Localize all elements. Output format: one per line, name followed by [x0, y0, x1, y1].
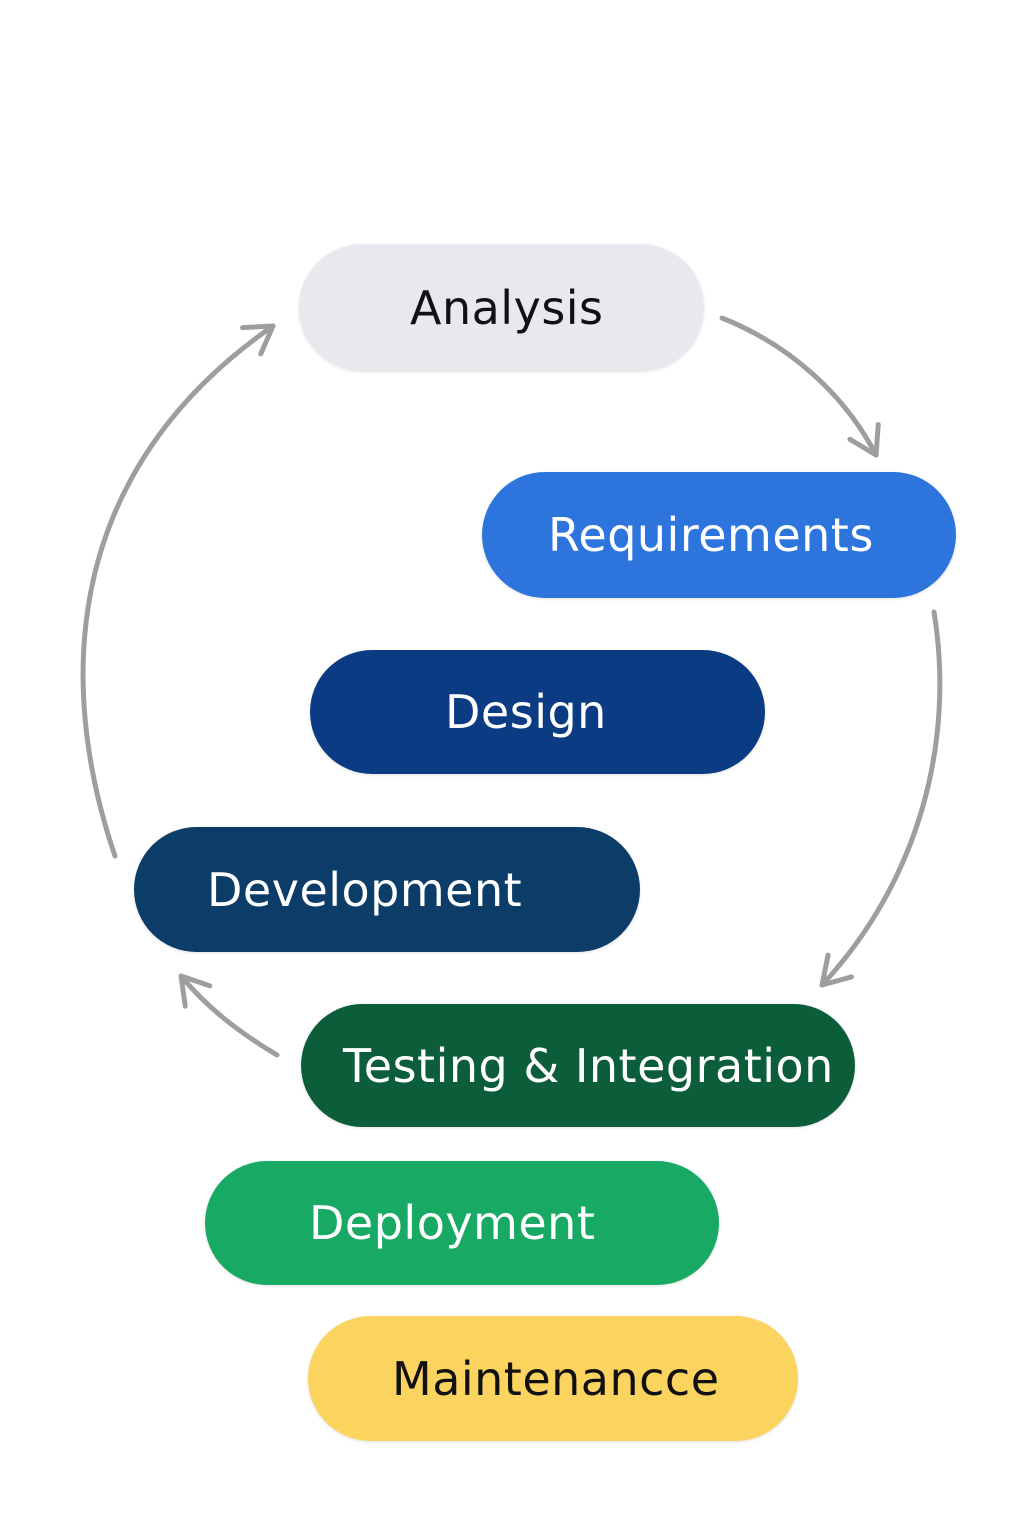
arrow-requirements-to-testing — [819, 609, 943, 988]
arrow-analysis-to-requirements — [719, 315, 881, 458]
stage-testing-integration: Testing & Integration — [301, 1004, 855, 1127]
stage-label: Deployment — [309, 1196, 596, 1250]
arrow-testing-to-development — [178, 973, 280, 1058]
stage-development: Development — [134, 827, 640, 952]
arrow-development-to-analysis — [80, 323, 276, 859]
stage-maintenance: Maintenancce — [308, 1316, 798, 1441]
stage-label: Development — [207, 862, 523, 917]
stage-label: Requirements — [548, 508, 874, 562]
stage-analysis: Analysis — [299, 244, 704, 371]
stage-label: Design — [445, 685, 607, 739]
stage-deployment: Deployment — [205, 1161, 719, 1285]
stage-design: Design — [310, 650, 765, 774]
stage-label: Testing & Integration — [343, 1038, 834, 1093]
stage-requirements: Requirements — [482, 472, 956, 598]
stage-label: Analysis — [410, 280, 604, 335]
stage-label: Maintenancce — [392, 1351, 720, 1406]
